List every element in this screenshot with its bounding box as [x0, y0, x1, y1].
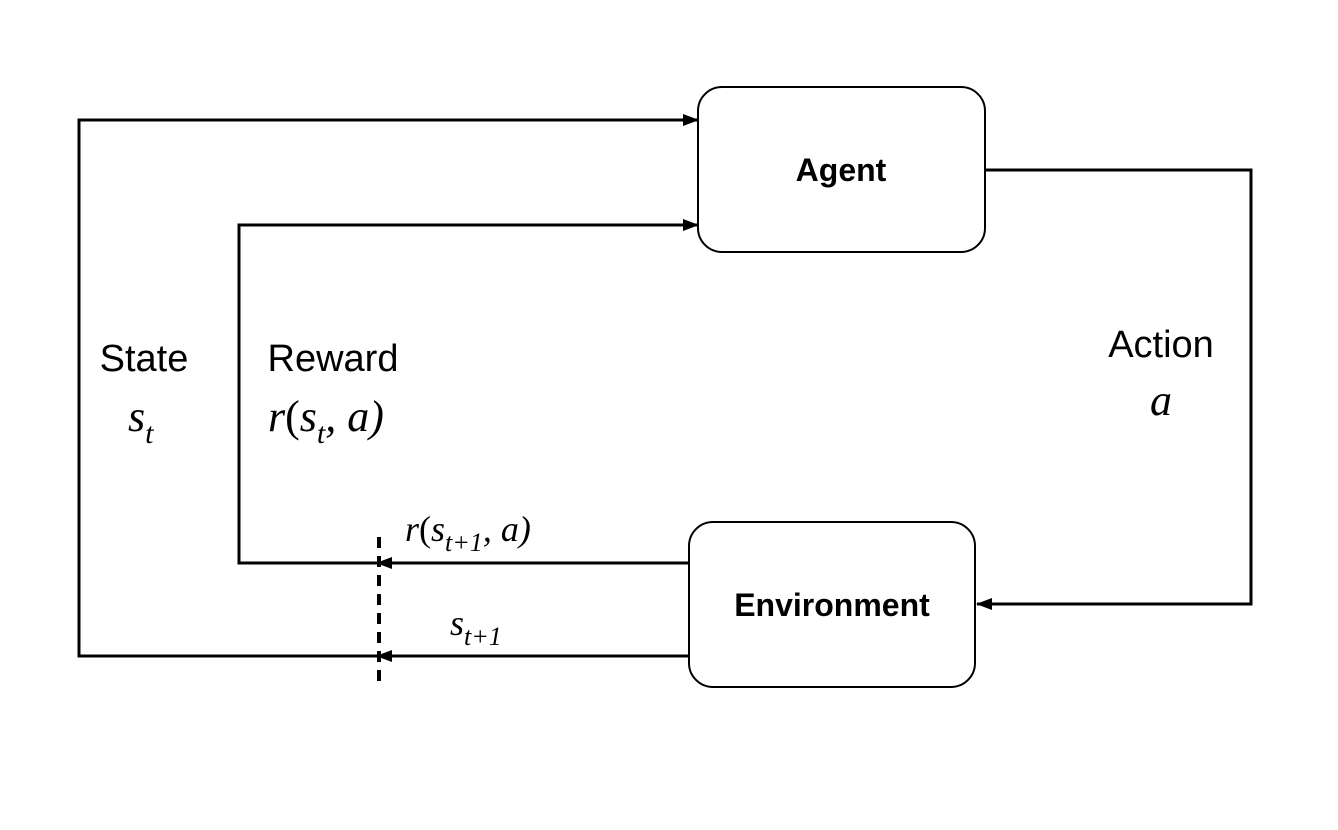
- action-label-group: Action a: [1108, 324, 1214, 425]
- next-state-symbol: st+1: [450, 603, 502, 651]
- action-arrow: [976, 168, 1253, 610]
- environment-node: Environment: [688, 521, 976, 688]
- state-label: State: [100, 338, 189, 380]
- next-reward-formula: r(st+1, a): [405, 509, 531, 557]
- reward-label-group: Reward r(st, a): [268, 338, 399, 450]
- environment-label: Environment: [734, 587, 930, 623]
- action-symbol: a: [1150, 376, 1172, 425]
- reward-feedback-arrow: [237, 219, 699, 565]
- state-feedback-arrow: [77, 114, 699, 658]
- state-label-group: State st: [100, 338, 189, 450]
- reward-label: Reward: [268, 338, 399, 380]
- agent-node: Agent: [697, 86, 986, 253]
- agent-label: Agent: [796, 152, 887, 188]
- reward-formula: r(st, a): [268, 392, 384, 450]
- environment-box: [688, 521, 976, 688]
- action-label: Action: [1108, 324, 1214, 366]
- state-symbol: st: [128, 392, 154, 450]
